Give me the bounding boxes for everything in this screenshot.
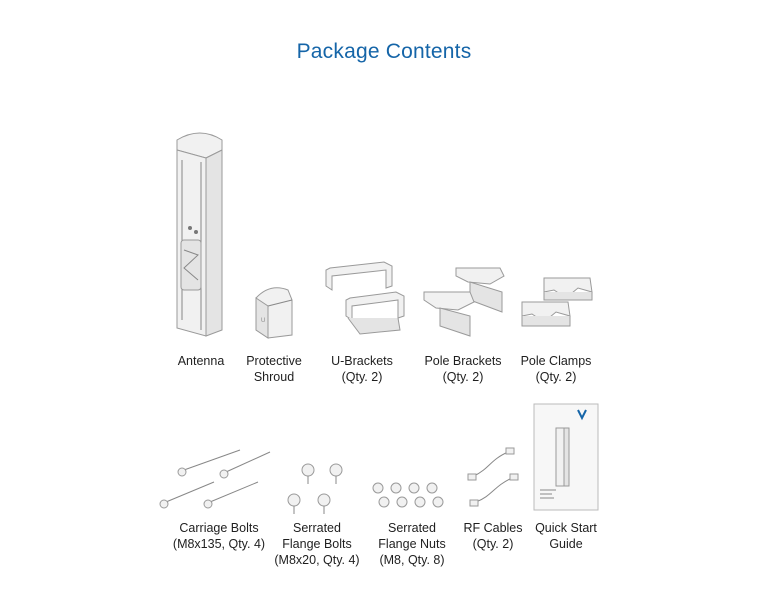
rf-cables-illustration (467, 447, 519, 507)
serrated-flange-nuts-illustration (372, 482, 444, 508)
caption-rf-cables: RF Cables (Qty. 2) (463, 521, 523, 551)
caption-serrated-flange-nuts: Serrated Flange Nuts (M8, Qty. 8) (378, 521, 446, 567)
serrated-flange-bolts-illustration (287, 463, 343, 514)
caption-protective-shroud: Protective Shroud (246, 354, 302, 384)
caption-quick-start-guide: Quick Start Guide (535, 521, 597, 551)
page-title: Package Contents (296, 40, 472, 63)
protective-shroud-illustration: U (255, 287, 293, 339)
caption-serrated-flange-bolts: Serrated Flange Bolts (M8x20, Qty. 4) (274, 521, 360, 567)
caption-pole-clamps: Pole Clamps (Qty. 2) (520, 354, 592, 384)
caption-carriage-bolts: Carriage Bolts (M8x135, Qty. 4) (172, 521, 266, 551)
caption-pole-brackets: Pole Brackets (Qty. 2) (424, 354, 502, 384)
carriage-bolts-illustration (159, 449, 271, 509)
u-brackets-illustration (325, 261, 405, 335)
caption-antenna: Antenna (177, 354, 225, 368)
pole-clamps-illustration (521, 277, 593, 327)
svg-text:U: U (261, 318, 265, 324)
caption-u-brackets: U-Brackets (Qty. 2) (331, 354, 393, 384)
antenna-illustration (176, 132, 223, 337)
quick-start-guide-illustration (533, 403, 599, 511)
pole-brackets-illustration (423, 267, 505, 337)
